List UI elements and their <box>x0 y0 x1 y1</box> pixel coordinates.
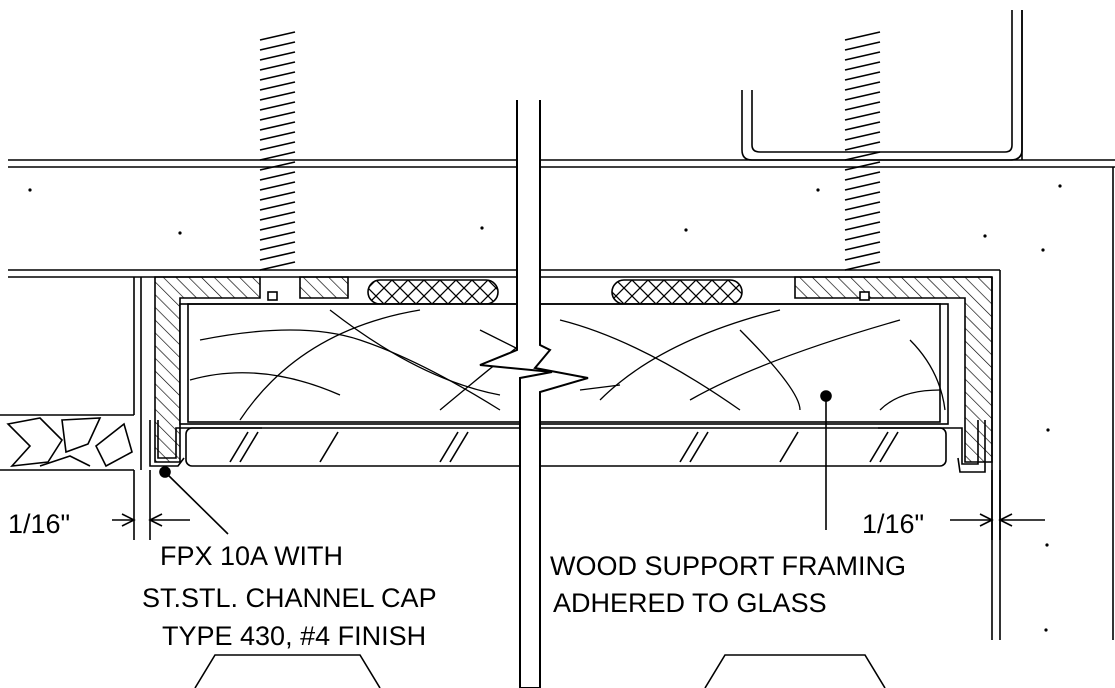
hook-anchor <box>741 10 1023 161</box>
glass-panel <box>179 303 949 467</box>
dimension-right <box>950 470 1045 540</box>
dim-left-label: 1/16" <box>8 509 70 539</box>
perimeter-frame <box>154 276 993 463</box>
detail-bubble-right <box>704 654 886 688</box>
gasket-right <box>611 279 743 305</box>
dimension-left <box>112 470 190 540</box>
threaded-rod-left <box>259 31 296 271</box>
concrete-speckle <box>28 184 1062 632</box>
callout-wood-line1: WOOD SUPPORT FRAMING <box>550 551 906 581</box>
left-wall-finish <box>0 277 142 471</box>
callout-channel-cap-line3: TYPE 430, #4 FINISH <box>162 621 426 651</box>
right-wall <box>991 10 1114 640</box>
leader-dot-wood <box>820 390 832 402</box>
break-line <box>479 100 589 688</box>
detail-bubble-left <box>194 654 381 688</box>
wood-grain <box>189 309 946 421</box>
ceiling-slab <box>8 159 1115 278</box>
channel-cap-right <box>878 420 986 473</box>
leader-channel-cap <box>164 471 229 535</box>
callout-wood-line2: ADHERED TO GLASS <box>553 588 827 618</box>
callout-channel-cap-line2: ST.STL. CHANNEL CAP <box>142 583 437 613</box>
leader-dot-left <box>159 466 171 478</box>
threaded-rod-right <box>844 31 881 271</box>
callout-channel-cap-line1: FPX 10A WITH <box>160 541 343 571</box>
gasket-left <box>367 279 499 305</box>
channel-cap-left <box>149 420 262 467</box>
dim-right-label: 1/16" <box>862 509 924 539</box>
